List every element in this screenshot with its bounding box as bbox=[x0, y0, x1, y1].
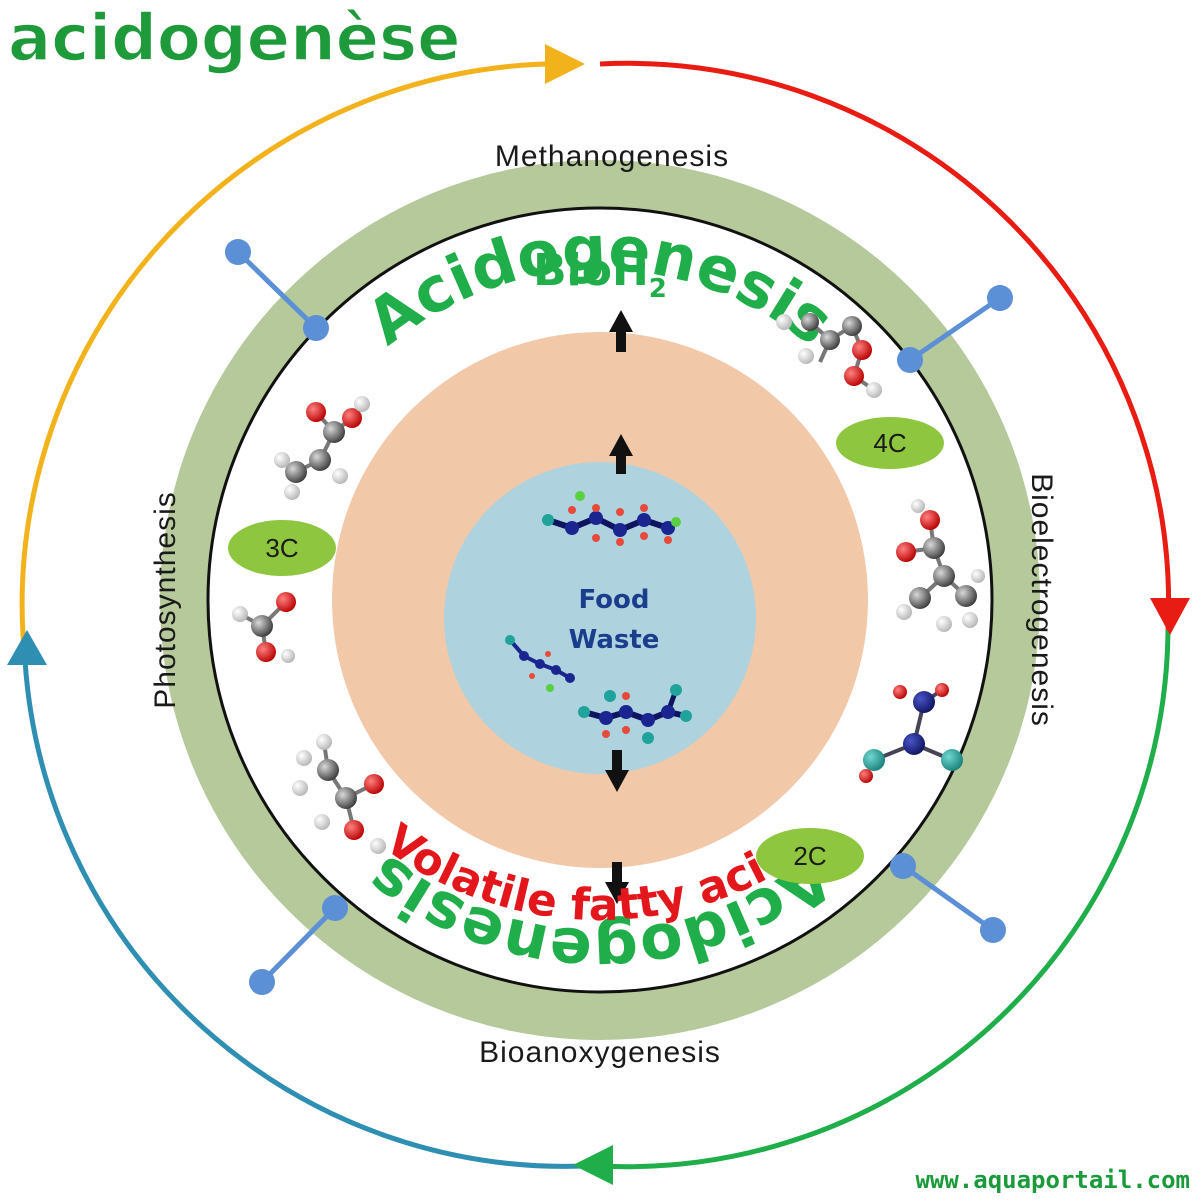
badge-3c: 3C bbox=[228, 520, 336, 576]
svg-text:3C: 3C bbox=[265, 533, 298, 563]
food-waste-label-line1: Food bbox=[578, 585, 649, 615]
arrowhead-green-icon bbox=[573, 1145, 613, 1185]
arrow-up-icon bbox=[609, 310, 633, 352]
connector-node bbox=[225, 239, 251, 265]
arrow-down-icon bbox=[605, 750, 629, 792]
badge-2c: 2C bbox=[756, 828, 864, 884]
molecule-icon bbox=[292, 734, 386, 854]
ring-label-photosynthesis: Photosynthesis bbox=[149, 491, 182, 708]
page-title: acidogenèse bbox=[8, 2, 461, 76]
svg-text:2C: 2C bbox=[793, 841, 826, 871]
fatty-acid-chain-icon bbox=[578, 684, 692, 744]
molecule-icon bbox=[859, 683, 963, 783]
site-url[interactable]: www.aquaportail.com bbox=[915, 1166, 1190, 1194]
badge-4c: 4C bbox=[836, 417, 944, 469]
connector-node bbox=[890, 853, 916, 879]
ring-label-bioelectrogenesis: Bioelectrogenesis bbox=[1025, 473, 1058, 727]
ring-section-connectors bbox=[225, 239, 1013, 995]
fatty-acid-chain-icon bbox=[505, 635, 575, 692]
connector-node bbox=[303, 315, 329, 341]
outer-cycle-arrows bbox=[7, 44, 1190, 1185]
connector-node bbox=[897, 347, 923, 373]
food-waste-core bbox=[444, 462, 756, 774]
molecule-icon bbox=[896, 499, 985, 632]
connector-node bbox=[987, 285, 1013, 311]
connector-node bbox=[322, 895, 348, 921]
molecule-icon bbox=[274, 396, 370, 500]
ring-label-methanogenesis: Methanogenesis bbox=[495, 140, 729, 173]
arrowhead-yellow-icon bbox=[545, 44, 585, 84]
arrow-down-icon bbox=[605, 862, 629, 904]
cycle-arc-red bbox=[599, 60, 1172, 631]
arrowhead-blue-icon bbox=[7, 630, 47, 665]
cycle-arc-yellow bbox=[19, 61, 579, 661]
cycle-arc-green bbox=[599, 629, 1171, 1170]
molecule-icon bbox=[232, 592, 296, 663]
connector-node bbox=[980, 917, 1006, 943]
cycle-arc-blue bbox=[22, 659, 586, 1169]
connector-node bbox=[249, 969, 275, 995]
arrowhead-red-icon bbox=[1150, 598, 1190, 635]
ring-label-bioanoxygenesis: Bioanoxygenesis bbox=[479, 1036, 721, 1069]
arrow-up-icon bbox=[609, 434, 633, 474]
bioh2-label: BioH2 bbox=[533, 245, 667, 304]
flow-arrows bbox=[605, 310, 633, 904]
food-waste-label-line2: Waste bbox=[569, 625, 660, 655]
molecule-icon bbox=[776, 313, 882, 398]
fatty-acid-chain-icon bbox=[542, 491, 681, 546]
svg-text:4C: 4C bbox=[873, 428, 906, 458]
